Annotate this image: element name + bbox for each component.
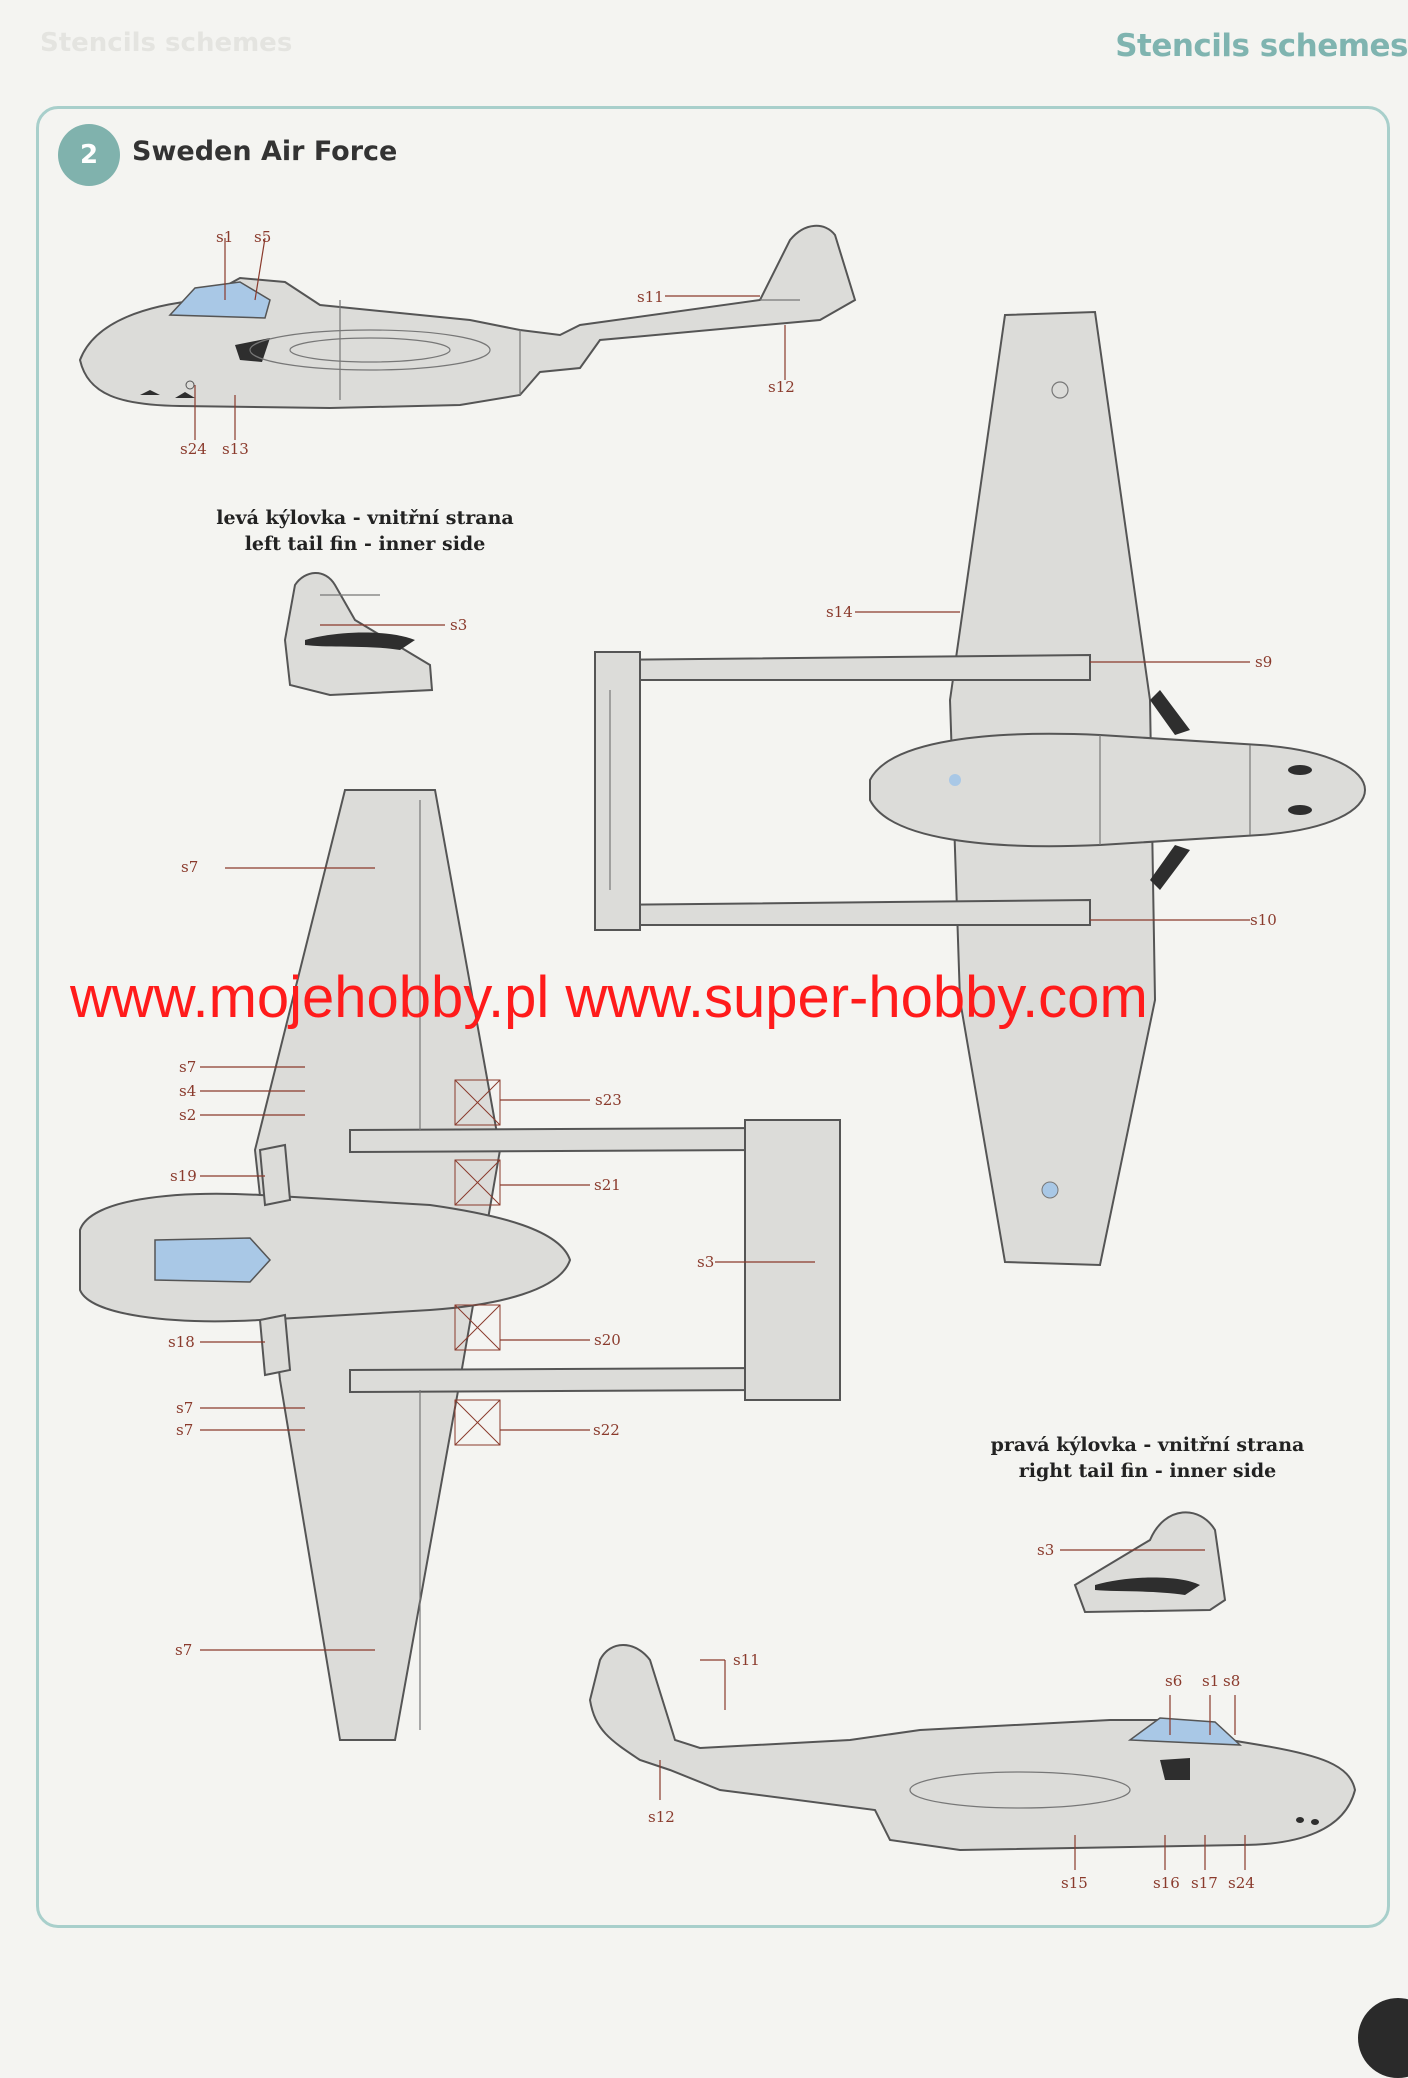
stencil-label: s1 (1202, 1672, 1220, 1690)
stencil-label: s12 (648, 1808, 675, 1826)
stencil-label: s19 (170, 1167, 197, 1185)
stencil-label: s7 (175, 1641, 193, 1659)
stencil-label: s13 (222, 440, 249, 458)
section-header: Stencils schemes (1115, 28, 1408, 64)
stencil-label: s18 (168, 1333, 195, 1351)
side-profile-left (78, 224, 857, 440)
stencil-label: s21 (594, 1176, 621, 1194)
stencil-label: s10 (1250, 911, 1277, 929)
stencil-label: s23 (595, 1091, 622, 1109)
left-tail-fin (283, 572, 445, 697)
stencil-label: s22 (593, 1421, 620, 1439)
stencil-label: s11 (637, 288, 664, 306)
stencil-label: s9 (1255, 653, 1273, 671)
stencil-label: s7 (181, 858, 199, 876)
stencil-label: s7 (176, 1421, 194, 1439)
left-fin-caption-cz: levá kýlovka - vnitřní strana (216, 507, 514, 529)
stencil-label: s2 (179, 1106, 197, 1124)
stencil-label: s16 (1153, 1874, 1180, 1892)
left-fin-caption: levá kýlovka - vnitřní strana left tail … (215, 505, 515, 557)
right-fin-caption-cz: pravá kýlovka - vnitřní strana (990, 1434, 1305, 1456)
stencil-label: s8 (1223, 1672, 1241, 1690)
right-fin-caption-en: right tail fin - inner side (1018, 1460, 1277, 1482)
stencil-label: s24 (1228, 1874, 1255, 1892)
stencil-label: s3 (1037, 1541, 1055, 1559)
stencil-label: s5 (254, 228, 272, 246)
stencil-label: s24 (180, 440, 207, 458)
side-profile-right (588, 1644, 1357, 1870)
stencil-label: s11 (733, 1651, 760, 1669)
stencil-label: s12 (768, 378, 795, 396)
scheme-frame (36, 106, 1390, 1928)
stencil-label: s1 (216, 228, 234, 246)
right-fin-caption: pravá kýlovka - vnitřní strana right tai… (975, 1432, 1320, 1484)
right-tail-fin (1060, 1511, 1227, 1614)
scheme-number-badge: 2 (58, 124, 120, 186)
scheme-title: Sweden Air Force (132, 136, 398, 167)
watermark-text: www.mojehobby.pl www.super-hobby.com (70, 965, 1148, 1030)
planform-underside (594, 310, 1367, 1267)
stencil-label: s7 (179, 1058, 197, 1076)
stencil-label: s7 (176, 1399, 194, 1417)
left-fin-caption-en: left tail fin - inner side (244, 533, 486, 555)
stencil-label: s15 (1061, 1874, 1088, 1892)
stencil-label: s6 (1165, 1672, 1183, 1690)
faded-previous-header: Stencils schemes (40, 28, 293, 58)
stencil-label: s3 (450, 616, 468, 634)
stencil-label: s20 (594, 1331, 621, 1349)
stencil-label: s17 (1191, 1874, 1218, 1892)
planform-top (79, 789, 841, 1741)
stencil-label: s4 (179, 1082, 197, 1100)
stencil-label: s14 (826, 603, 853, 621)
stencil-label: s3 (697, 1253, 715, 1271)
